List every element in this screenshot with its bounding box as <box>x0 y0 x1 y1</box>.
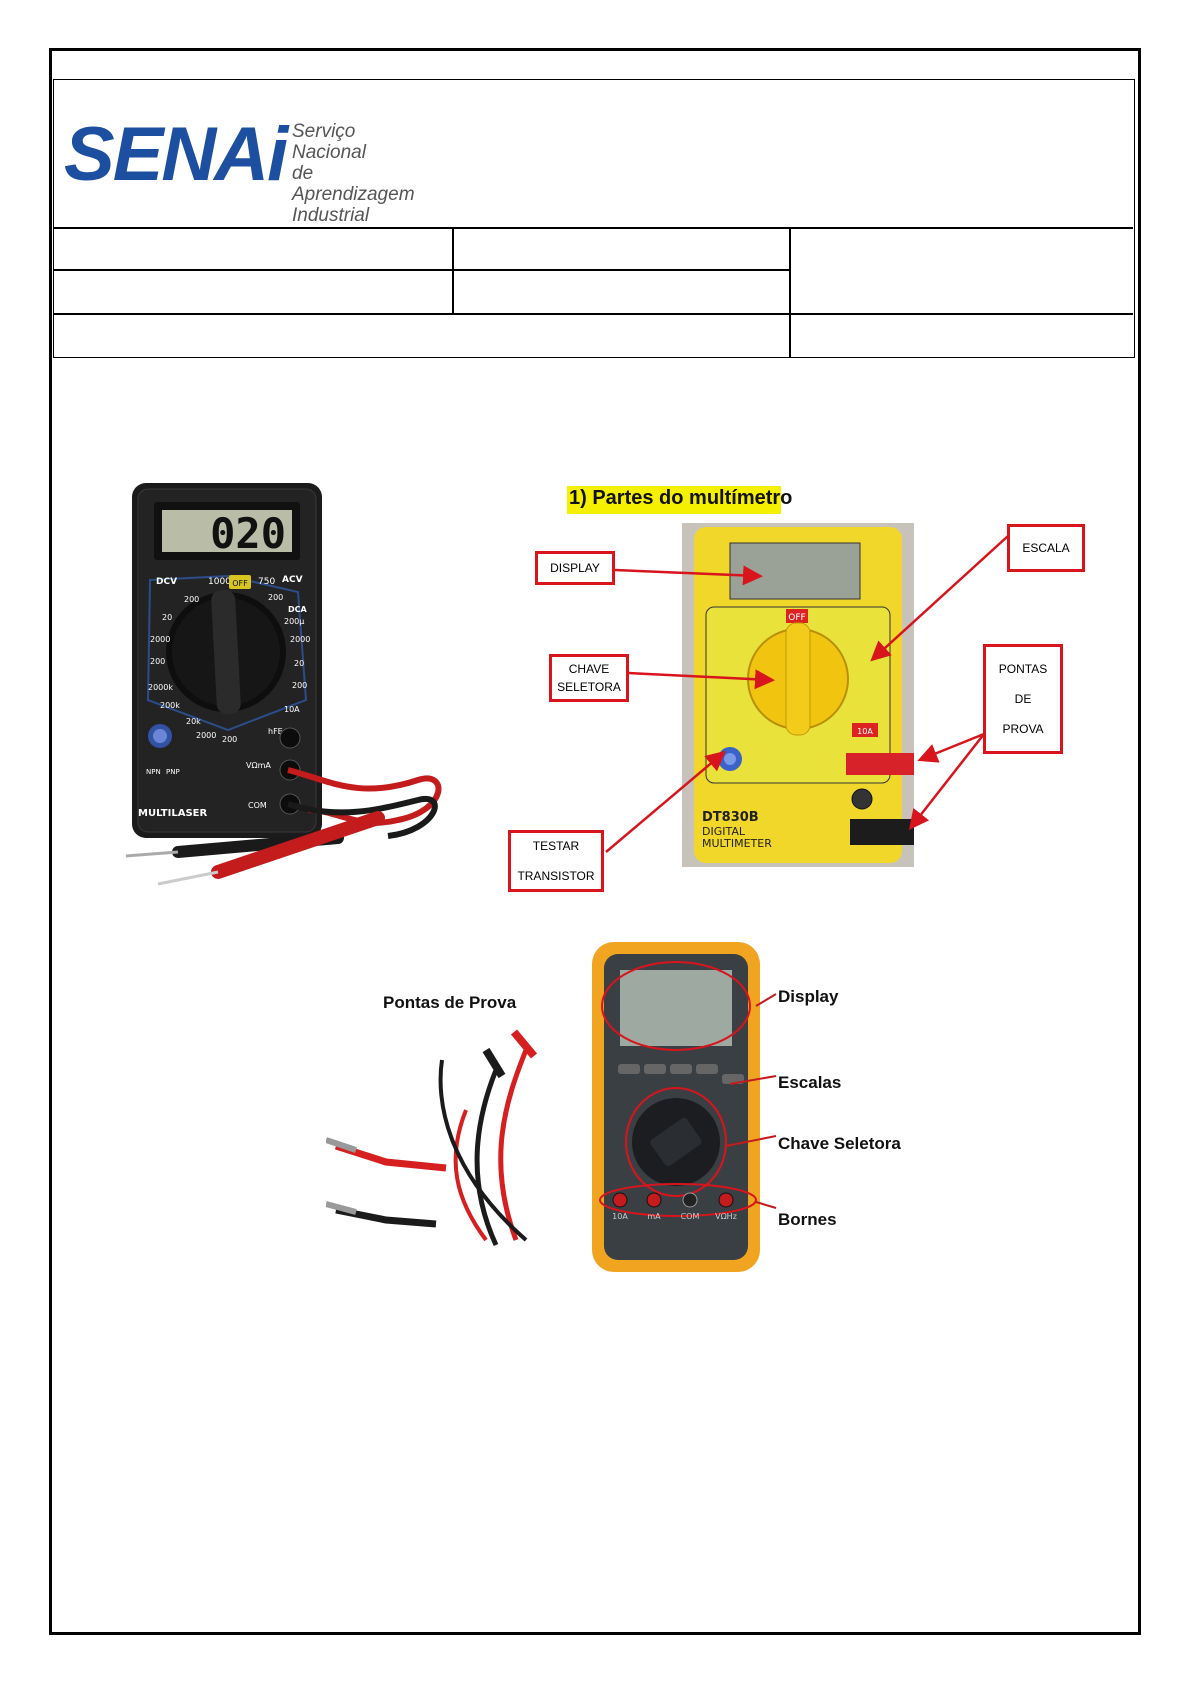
jack-10a: 10A <box>612 1212 628 1221</box>
svg-text:200: 200 <box>222 735 237 744</box>
brand-label: MULTILASER <box>138 808 207 819</box>
dt830b-10a-label: 10A <box>857 727 873 736</box>
label-display: DISPLAY <box>535 551 615 585</box>
svg-text:COM: COM <box>248 801 267 810</box>
logo-sub-line3: Industrial <box>292 205 370 226</box>
svg-text:2000k: 2000k <box>148 683 173 692</box>
svg-text:PNP: PNP <box>166 768 180 776</box>
page-border <box>49 48 1141 1635</box>
dt830b-meter-photo: OFF 10A DT830B DIGITAL MULTIMETER <box>682 523 914 867</box>
svg-text:DCA: DCA <box>288 605 308 614</box>
jack-com: COM <box>681 1212 700 1221</box>
logo-sub-line1: Serviço Nacional <box>292 121 366 163</box>
multilaser-meter-photo: 020 DCV 1000 OFF 750 ACV 200 200 DCA 20 … <box>118 480 463 900</box>
svg-text:DCV: DCV <box>156 577 177 587</box>
logo-subtitle: Serviço Nacional de Aprendizagem Industr… <box>292 121 434 226</box>
svg-text:200µ: 200µ <box>284 617 304 626</box>
table-rule-3 <box>54 313 1133 315</box>
label-testar-line1: TESTAR <box>532 839 580 853</box>
logo-text: SENAi <box>64 112 288 197</box>
jack-ma: mA <box>647 1212 661 1221</box>
senai-logo: SENAi Serviço Nacional de Aprendizagem I… <box>64 112 434 227</box>
label-chave-seletora-2: Chave Seletora <box>778 1134 901 1153</box>
lcd-value: 020 <box>210 509 286 558</box>
svg-text:2000: 2000 <box>196 731 216 740</box>
svg-text:1000: 1000 <box>208 577 231 587</box>
svg-text:hFE: hFE <box>268 727 283 736</box>
dt830b-off-label: OFF <box>788 613 805 623</box>
svg-text:VΩmA: VΩmA <box>246 761 271 770</box>
svg-text:OFF: OFF <box>232 579 248 588</box>
label-testar-transistor: TESTAR TRANSISTOR <box>508 830 604 892</box>
label-escalas-2: Escalas <box>778 1073 842 1092</box>
svg-text:200: 200 <box>150 657 165 666</box>
label-chave-line2: SELETORA <box>557 680 621 694</box>
svg-text:750: 750 <box>258 577 275 587</box>
svg-text:10A: 10A <box>284 705 300 714</box>
svg-text:2000: 2000 <box>290 635 310 644</box>
logo-sub-line2: de Aprendizagem <box>292 163 415 205</box>
label-testar-line2: TRANSISTOR <box>517 869 595 883</box>
svg-text:20: 20 <box>162 613 172 622</box>
svg-text:ACV: ACV <box>282 575 303 585</box>
label-pontas-line1: PONTAS <box>998 662 1048 676</box>
dt830b-model-sub1: DIGITAL <box>702 825 746 838</box>
table-rule-2 <box>54 269 790 271</box>
dt830b-model-sub2: MULTIMETER <box>702 837 772 850</box>
svg-text:200: 200 <box>268 593 283 602</box>
svg-text:20k: 20k <box>186 717 201 726</box>
label-pontas-line2: DE <box>1014 692 1032 706</box>
table-divider-2 <box>789 227 791 357</box>
label-display-text: DISPLAY <box>550 561 600 575</box>
table-rule-1 <box>54 227 1133 229</box>
label-chave-line1: CHAVE <box>568 662 610 676</box>
header-table: SENAi Serviço Nacional de Aprendizagem I… <box>53 79 1135 358</box>
section-title-highlight: 1) Partes do multímetro <box>567 486 792 514</box>
table-divider-1 <box>452 227 454 314</box>
orange-meter-figure: 10A mA COM VΩHz <box>325 940 906 1275</box>
section-title: 1) Partes do multímetro <box>569 487 793 509</box>
label-arrows <box>605 535 1009 853</box>
label-pontas-de-prova-2: Pontas de Prova <box>383 993 517 1012</box>
label-escala-text: ESCALA <box>1022 541 1070 555</box>
dt830b-model: DT830B <box>702 810 759 825</box>
label-pontas-de-prova: PONTAS DE PROVA <box>983 644 1063 754</box>
svg-text:20: 20 <box>294 659 304 668</box>
label-chave-seletora: CHAVE SELETORA <box>549 654 629 702</box>
svg-text:200k: 200k <box>160 701 180 710</box>
label-pontas-line3: PROVA <box>1002 722 1044 736</box>
label-escala: ESCALA <box>1007 524 1085 572</box>
svg-text:200: 200 <box>292 681 307 690</box>
svg-text:NPN: NPN <box>146 768 161 776</box>
svg-text:200: 200 <box>184 595 199 604</box>
label-bornes-2: Bornes <box>778 1210 837 1229</box>
svg-text:2000: 2000 <box>150 635 170 644</box>
jack-vohz: VΩHz <box>715 1212 737 1221</box>
label-display-2: Display <box>778 987 839 1006</box>
